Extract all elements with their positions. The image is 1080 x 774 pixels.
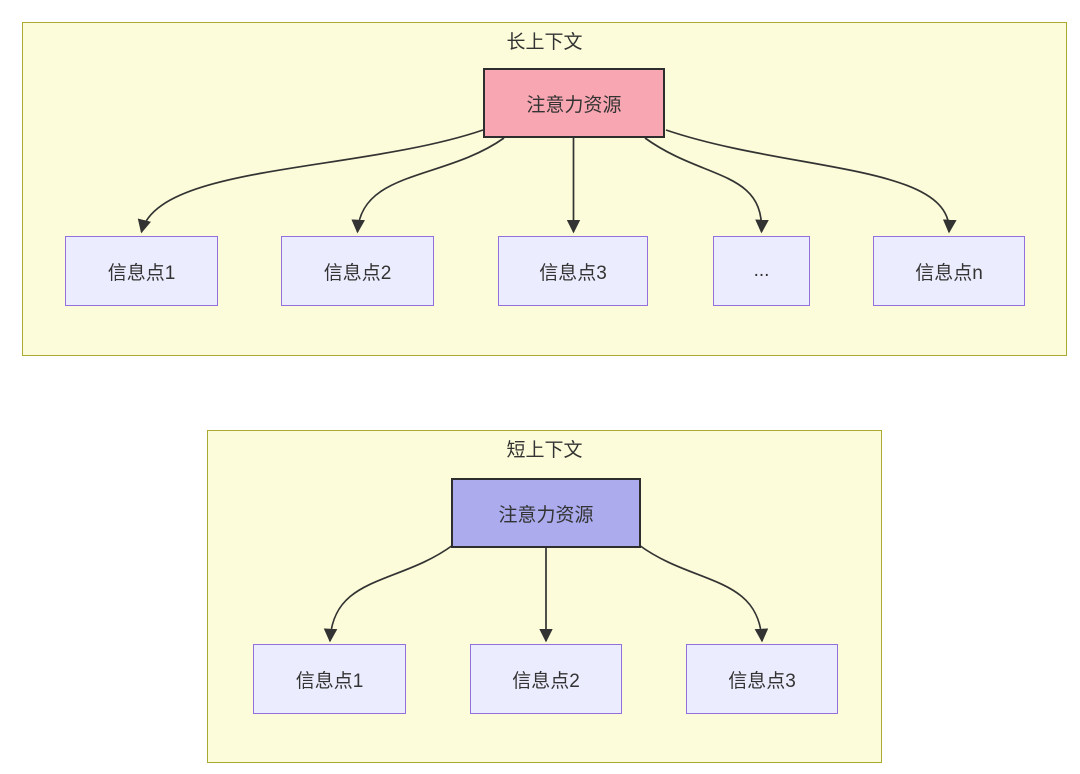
attention-resource-node-short: 注意力资源 (451, 478, 641, 548)
attention-resource-node-long: 注意力资源 (483, 68, 665, 138)
info-point-label: 信息点3 (728, 670, 796, 692)
info-point-node-3: 信息点3 (498, 236, 648, 306)
info-point-label: 信息点2 (512, 670, 580, 692)
info-point-node-2: 信息点2 (281, 236, 434, 306)
info-point-node-1: 信息点1 (65, 236, 218, 306)
info-point-label: 信息点1 (107, 262, 176, 284)
info-point-label: ... (753, 260, 770, 281)
attention-resource-label: 注意力资源 (498, 504, 594, 526)
attention-resource-label: 注意力资源 (526, 94, 622, 116)
info-point-label: 信息点n (915, 262, 983, 284)
info-point-node-s1: 信息点1 (253, 644, 406, 714)
info-point-label: 信息点3 (539, 262, 607, 284)
info-point-node-s3: 信息点3 (686, 644, 838, 714)
info-point-node-ellipsis: ... (713, 236, 810, 306)
info-point-node-s2: 信息点2 (470, 644, 622, 714)
info-point-label: 信息点1 (295, 670, 364, 692)
info-point-node-n: 信息点n (873, 236, 1025, 306)
info-point-label: 信息点2 (323, 262, 392, 284)
